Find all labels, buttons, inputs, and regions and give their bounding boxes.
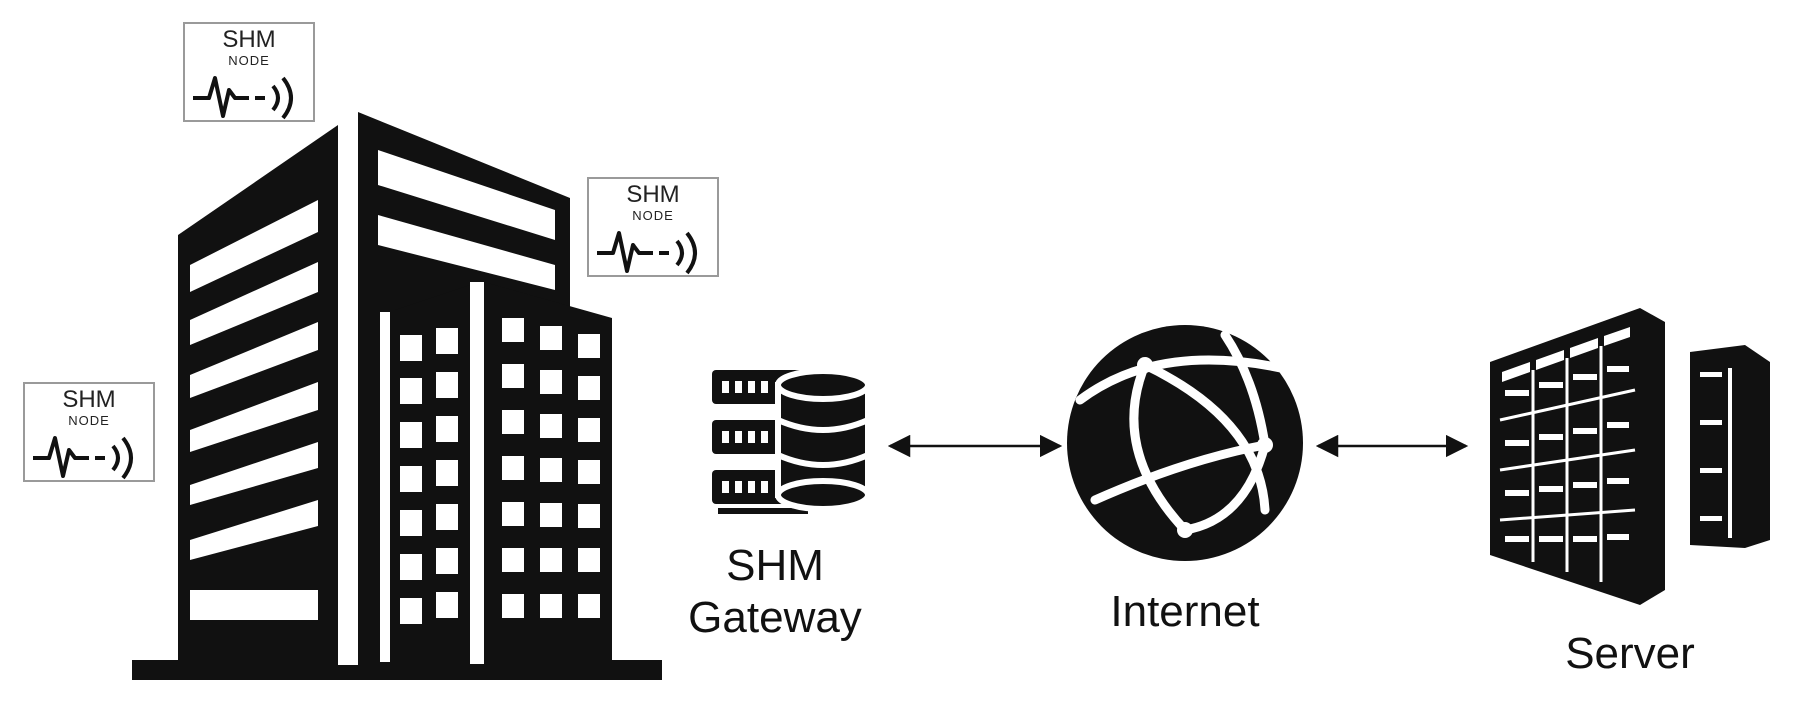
server-label: Server [1565,629,1695,678]
node-title: SHM [62,386,116,413]
sensor-node-icon [33,436,133,480]
node-subtitle: NODE [68,413,110,428]
gateway-label: SHM Gateway [670,540,880,644]
node-title: SHM [222,26,276,53]
shm-node-right: SHM NODE [587,177,719,277]
server-rack-icon [1490,308,1770,605]
node-subtitle: NODE [632,208,674,223]
sensor-node-icon [597,231,697,275]
shm-node-left: SHM NODE [23,382,155,482]
internet-label: Internet [1110,587,1260,636]
gateway-label-line2: Gateway [688,593,862,642]
node-title: SHM [626,181,680,208]
gateway-label-line1: SHM [726,541,824,590]
node-subtitle: NODE [228,53,270,68]
building-icon [132,110,662,680]
globe-icon [1067,325,1303,561]
shm-node-top: SHM NODE [183,22,315,122]
gateway-database-icon [712,368,871,514]
sensor-node-icon [193,76,293,120]
